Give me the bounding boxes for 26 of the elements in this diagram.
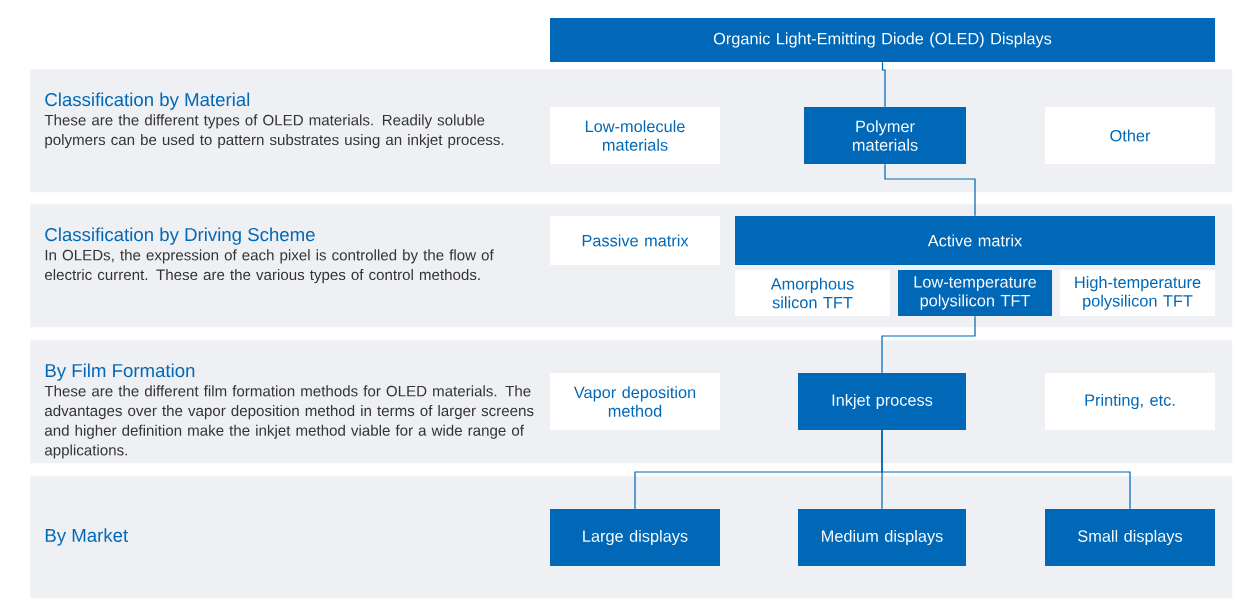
option-box: Passive matrix <box>550 216 720 265</box>
description-text: These are the different types of OLED materials. Readily soluble polymers can be used to pattern substrates using an inkjet process. <box>44 114 504 149</box>
highlighted-box: Medium displays <box>798 509 966 566</box>
option-box: Other <box>1045 107 1215 164</box>
section-heading: Classification by Driving Scheme <box>45 227 315 245</box>
connector-line <box>881 429 1131 510</box>
option-box: High-temperature polysilicon TFT <box>1060 270 1215 316</box>
option-box: Amorphous silicon TFT <box>735 270 890 316</box>
highlighted-box: Low-temperature polysilicon TFT <box>898 270 1052 316</box>
highlighted-box: Polymer materials <box>804 107 966 164</box>
option-box: Printing, etc. <box>1045 373 1215 430</box>
description-text: In OLEDs, the expression of each pixel is controlled by the flow of electric current. These are the various types of control methods. <box>45 249 494 284</box>
section-heading: By Market <box>45 528 129 546</box>
option-box: Vapor deposition method <box>550 373 720 430</box>
connector-line <box>881 315 976 374</box>
connector-line <box>881 61 886 108</box>
highlighted-box: Inkjet process <box>798 373 966 430</box>
option-box: Low-molecule materials <box>550 107 720 164</box>
description-text: These are the different film formation methods for OLED materials. The advantages over the vapor deposition method in terms of larger screens and higher definition make the inkjet method viable for a wide range of applications. <box>44 385 534 459</box>
section-heading: Classification by Material <box>45 92 250 110</box>
highlighted-box: Large displays <box>550 509 720 566</box>
highlighted-box: Active matrix <box>735 216 1215 265</box>
connector-line <box>884 163 976 217</box>
highlighted-box: Small displays <box>1045 509 1215 566</box>
highlighted-box: Organic Light-Emitting Diode (OLED) Displays <box>550 18 1215 62</box>
section-heading: By Film Formation <box>45 363 195 381</box>
